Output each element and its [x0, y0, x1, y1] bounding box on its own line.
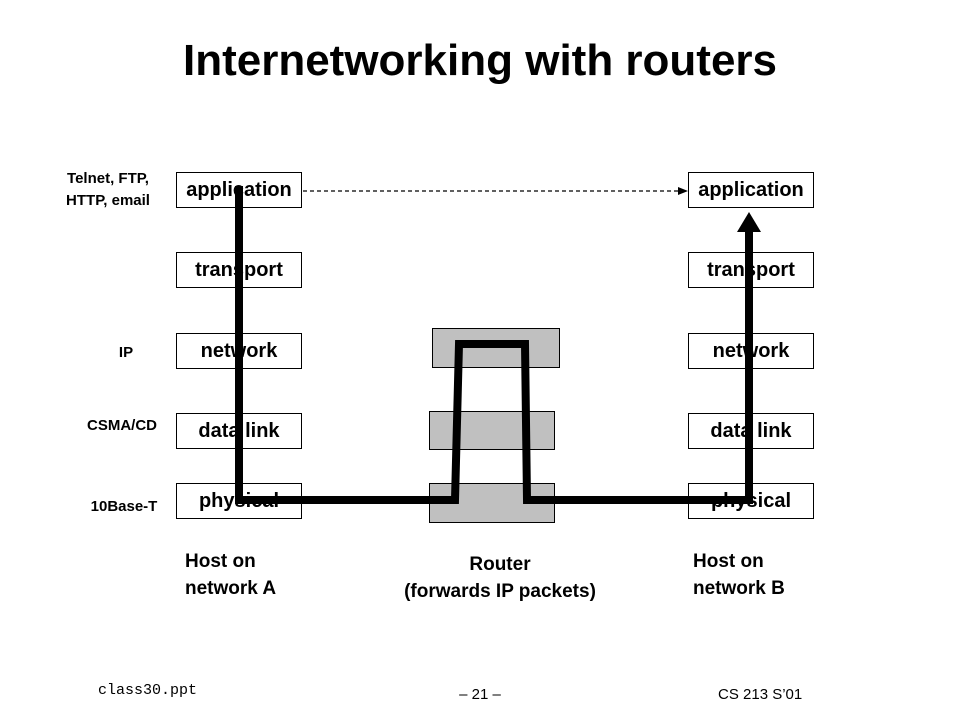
router-caption-line2: (forwards IP packets) — [404, 581, 596, 602]
host-a-caption: Host on network A — [185, 548, 276, 602]
label-physical-protocol: 10Base-T — [90, 498, 158, 515]
footer-course: CS 213 S’01 — [718, 686, 803, 703]
application-peer-link-arrowhead — [678, 187, 688, 195]
packet-path-line — [235, 186, 753, 504]
host-b-caption-line2: network B — [693, 578, 785, 599]
host-b-caption-line1: Host on — [693, 551, 764, 572]
packet-path-arrowhead — [737, 212, 761, 232]
router-datalink-box — [429, 411, 555, 450]
slide-title: Internetworking with routers — [182, 36, 778, 85]
footer-filename: class30.ppt — [98, 682, 198, 699]
router-caption-line1: Router — [469, 554, 531, 575]
label-application-protocols-line1: Telnet, FTP, — [67, 170, 149, 187]
host-a-caption-line1: Host on — [185, 551, 256, 572]
label-application-protocols: Telnet, FTP, HTTP, email — [48, 168, 168, 212]
label-application-protocols-line2: HTTP, email — [66, 192, 150, 209]
label-datalink-protocol: CSMA/CD — [87, 417, 157, 434]
router-caption: Router (forwards IP packets) — [360, 551, 640, 605]
host-b-application-layer: application — [688, 172, 814, 208]
host-b-caption: Host on network B — [693, 548, 785, 602]
label-network-protocol: IP — [118, 344, 134, 361]
host-a-caption-line2: network A — [185, 578, 277, 599]
footer-page-number: – 21 – — [459, 686, 501, 703]
